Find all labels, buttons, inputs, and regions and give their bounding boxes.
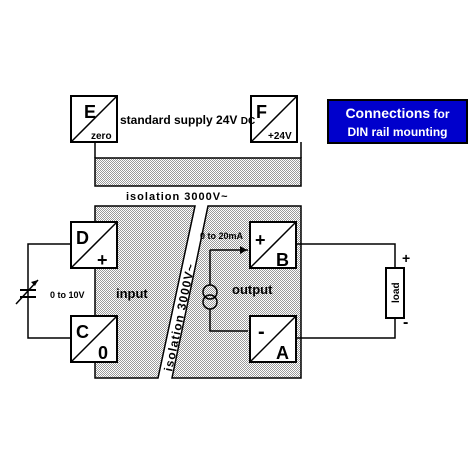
output-range-label: 0 to 20mA bbox=[200, 231, 244, 241]
terminal-c: C 0 bbox=[70, 315, 118, 363]
terminal-f: F +24V bbox=[250, 95, 298, 143]
terminal-d-sub: + bbox=[97, 250, 108, 270]
terminal-f-sub: +24V bbox=[268, 131, 292, 142]
note-line-1-rest: for bbox=[430, 107, 450, 121]
supply-label: standard supply 24V bbox=[120, 113, 237, 127]
supply-suffix: DC bbox=[241, 116, 255, 127]
terminal-e: E zero bbox=[70, 95, 118, 143]
supply-label-text: standard supply 24V DC bbox=[120, 113, 255, 127]
note-line-2: DIN rail mounting bbox=[347, 125, 448, 139]
load-plus: + bbox=[402, 250, 410, 266]
terminal-d: D + bbox=[70, 221, 118, 270]
variable-source-icon bbox=[15, 279, 39, 305]
supply-strip bbox=[94, 157, 302, 187]
terminal-b-sub: + bbox=[255, 230, 266, 250]
terminal-a: - A bbox=[249, 315, 297, 363]
isolation-top-label: isolation 3000V~ bbox=[126, 191, 229, 203]
load-resistor bbox=[385, 267, 405, 319]
terminal-a-sub: - bbox=[258, 321, 265, 343]
terminal-e-sub: zero bbox=[91, 131, 112, 142]
wire-output-right bbox=[296, 243, 396, 268]
note-line-1-bold: Connections bbox=[345, 105, 431, 121]
terminal-b: + B bbox=[249, 221, 297, 270]
wire-output-return bbox=[296, 318, 396, 339]
terminal-f-letter: F bbox=[256, 102, 267, 122]
input-label: input bbox=[116, 286, 148, 301]
load-label: load bbox=[391, 282, 402, 303]
output-label: output bbox=[232, 282, 273, 297]
note-line-1: Connections for bbox=[329, 104, 466, 123]
terminal-b-letter: B bbox=[276, 250, 289, 270]
terminal-c-letter: C bbox=[76, 322, 89, 342]
terminal-d-letter: D bbox=[76, 228, 89, 248]
connections-note: Connections for DIN rail mounting bbox=[327, 99, 468, 144]
input-range-label: 0 to 10V bbox=[50, 290, 85, 300]
current-arrow-icon bbox=[240, 246, 247, 254]
wire-current-to-a bbox=[209, 309, 248, 332]
terminal-c-sub: 0 bbox=[98, 343, 108, 363]
terminal-e-letter: E bbox=[84, 102, 96, 122]
load-minus: - bbox=[403, 314, 408, 331]
terminal-a-letter: A bbox=[276, 343, 289, 363]
